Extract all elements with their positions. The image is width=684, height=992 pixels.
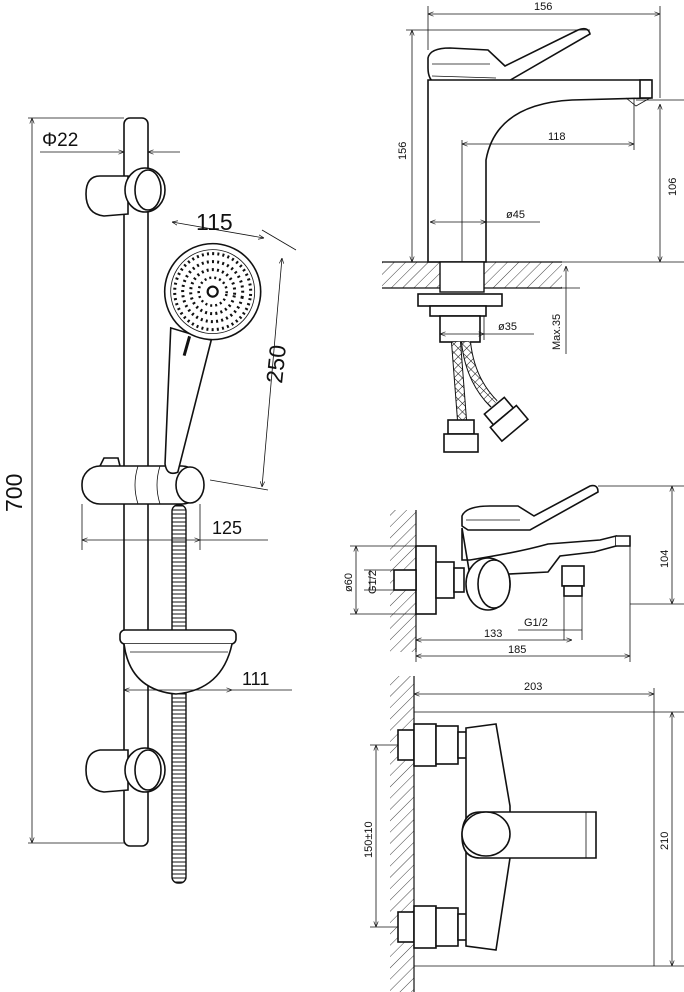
soap-dish <box>119 629 237 695</box>
top-wall-bracket <box>85 167 166 217</box>
dim-basin-body-diameter: ø45 <box>430 209 540 222</box>
label-bath-inlet-thread: G1/2 <box>367 570 379 594</box>
label-basin-mount-diameter: ø35 <box>498 321 517 333</box>
label-bath-flange-diameter: ø60 <box>343 573 355 592</box>
dim-basin-reach: 118 <box>461 98 635 262</box>
label-bath-top-depth: 210 <box>659 832 671 850</box>
dim-basin-deck: Max.35 <box>540 266 580 354</box>
basin-mixer: 156 156 118 106 ø45 <box>382 1 684 453</box>
dim-bath-top-width: 203 <box>413 681 655 966</box>
label-bath-outlet-thread: G1/2 <box>524 617 548 629</box>
label-rail-length: 700 <box>1 474 27 512</box>
dim-rail-diameter: Φ22 <box>28 117 180 152</box>
dim-slider-projection: 125 <box>81 504 268 550</box>
label-rail-diameter: Φ22 <box>42 130 78 151</box>
dim-bath-inlet-spacing: 150±10 <box>363 744 398 928</box>
bath-mixer-side: 104 ø60 G1/2 G1/2 133 <box>343 484 684 662</box>
dim-basin-spout-height: 106 <box>562 99 684 263</box>
dim-bath-outlet-thread: G1/2 <box>518 596 583 640</box>
label-head-length: 250 <box>261 344 291 385</box>
label-basin-spout-height: 106 <box>667 178 679 196</box>
bath-mixer-top: 203 210 150±10 <box>363 676 684 992</box>
dim-bath-projection: 185 <box>416 546 631 662</box>
dim-head-width: 115 <box>172 209 297 251</box>
label-slider-projection: 125 <box>212 518 242 538</box>
label-basin-reach: 118 <box>548 131 566 143</box>
label-basin-height: 156 <box>397 142 409 160</box>
dim-rail-length: 700 <box>1 118 124 844</box>
label-head-width: 115 <box>196 209 233 235</box>
shower-set: Φ22 700 115 250 125 <box>1 117 297 884</box>
dim-bath-inlet-outlet: 133 <box>415 614 572 662</box>
dim-soap-dish-projection: 111 <box>123 660 292 700</box>
slider-holder <box>81 457 205 505</box>
dim-head-length: 250 <box>209 258 291 491</box>
dim-bath-top-depth: 210 <box>414 711 684 967</box>
label-bath-side-height: 104 <box>659 550 671 568</box>
dim-basin-mount-diameter: ø35 <box>439 316 534 340</box>
dim-bath-side-height: 104 <box>598 485 684 605</box>
label-bath-inlet-outlet: 133 <box>484 628 502 640</box>
label-basin-deck: Max.35 <box>551 314 563 350</box>
label-soap-dish-projection: 111 <box>242 669 269 689</box>
dim-basin-length: 156 <box>427 1 661 98</box>
label-basin-length: 156 <box>534 1 552 13</box>
label-basin-body-diameter: ø45 <box>506 209 525 221</box>
label-bath-inlet-spacing: 150±10 <box>363 821 375 858</box>
dim-basin-height: 156 <box>397 29 590 262</box>
hand-shower <box>163 242 262 475</box>
label-bath-top-width: 203 <box>524 681 542 693</box>
label-bath-projection: 185 <box>508 644 526 656</box>
bottom-wall-bracket <box>85 747 166 793</box>
dim-bath-flange-diameter: ø60 <box>343 545 416 615</box>
dim-bath-inlet-thread: G1/2 <box>364 569 394 594</box>
